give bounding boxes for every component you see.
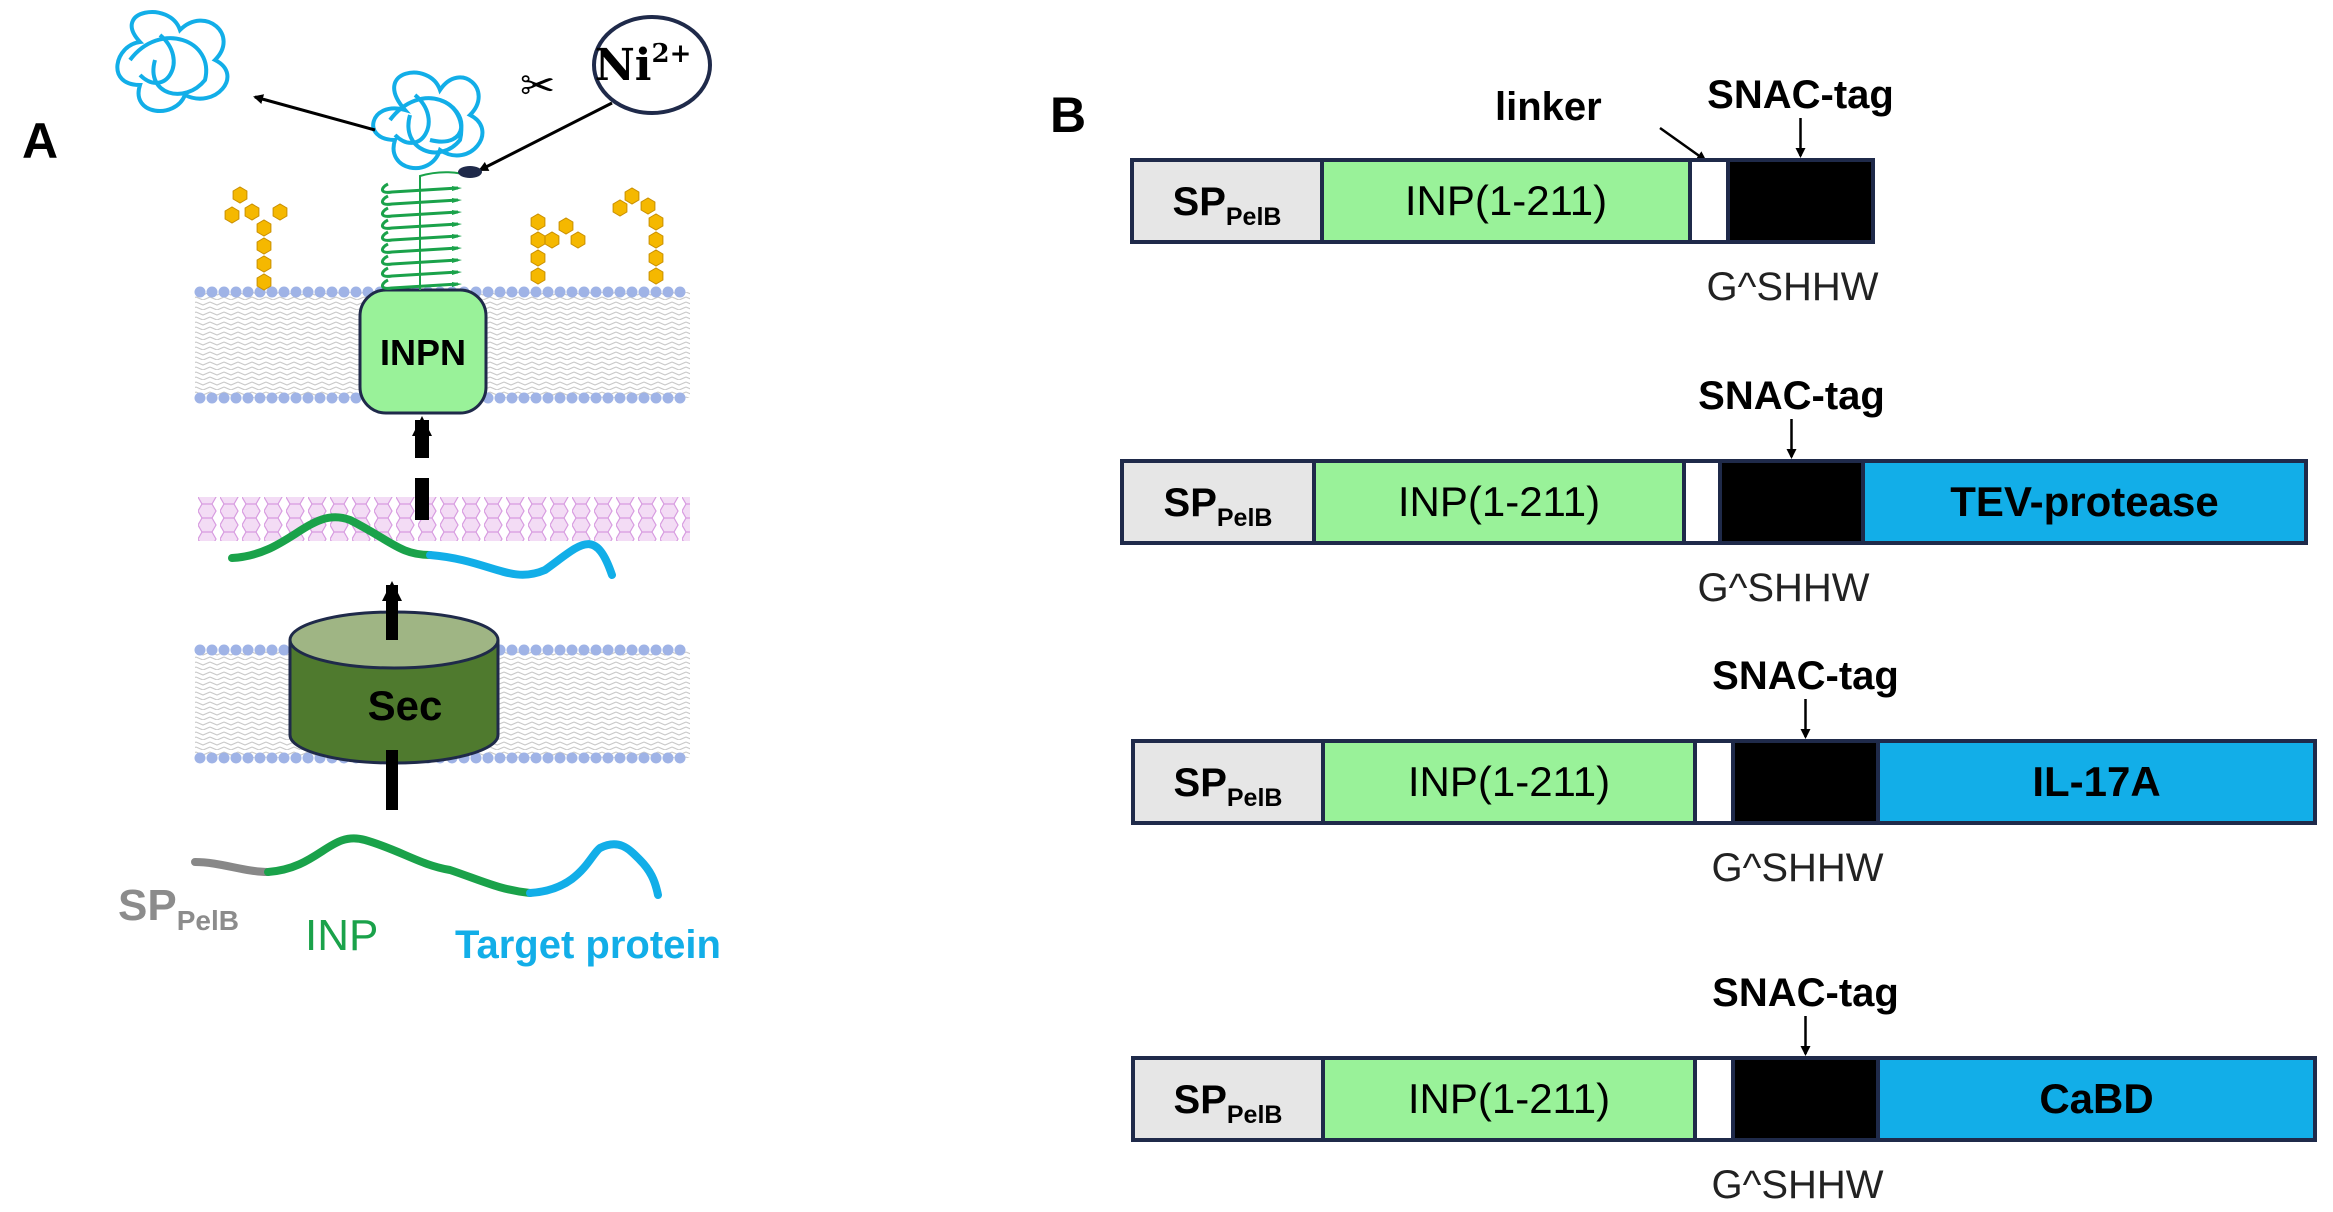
- fusion-partner-segment: [1861, 459, 2308, 545]
- sec-label: Sec: [368, 682, 443, 729]
- signal-peptide-label: SPPelB: [1173, 180, 1282, 231]
- svg-text:Ni2+: Ni2+: [595, 39, 692, 91]
- linker-arrow: [1659, 126, 1707, 162]
- release-arrow: [253, 94, 376, 132]
- ion-attack-arrow: [478, 101, 613, 172]
- fusion-partner-label: CaBD: [2039, 1075, 2153, 1122]
- signal-peptide-segment: [1120, 459, 1316, 545]
- displayed-target-protein: [371, 70, 485, 170]
- snac-tag-segment: [1731, 739, 1880, 825]
- cleavage-site-label: G^SHHW: [1697, 566, 1869, 610]
- sec-translocon: Sec: [288, 610, 500, 765]
- precursor-inp-chain: [264, 834, 534, 897]
- peptidoglycan-layer: [195, 497, 690, 541]
- snac-tag-label: SNAC-tag: [1698, 374, 1885, 418]
- signal-peptide-segment: [1130, 158, 1324, 244]
- fusion-partner-label: IL-17A: [2032, 758, 2160, 805]
- released-target-protein: [115, 10, 230, 113]
- inp-segment-label: INP(1-211): [1405, 177, 1607, 224]
- linker-label: linker: [1495, 85, 1602, 129]
- panel-a-label: A: [22, 113, 58, 169]
- inp-segment: [1312, 459, 1686, 545]
- periplasmic-inp-chain: [228, 513, 434, 562]
- snac-tag-segment: [1726, 158, 1875, 244]
- signal-peptide-segment: [1131, 1056, 1325, 1142]
- snac-tag-label: SNAC-tag: [1712, 654, 1899, 698]
- panel-b-label: B: [1050, 87, 1086, 143]
- snac-tag-label: SNAC-tag: [1707, 73, 1894, 117]
- inpn-label: INPN: [380, 332, 466, 373]
- snac-tag-label: SNAC-tag: [1712, 971, 1899, 1015]
- scissors-icon: ✂: [520, 61, 555, 110]
- fusion-partner-segment: [1876, 1056, 2317, 1142]
- signal-peptide-label: SPPelB: [1164, 481, 1273, 532]
- nickel-ion: Ni2+: [592, 15, 712, 115]
- target-protein-label: Target protein: [455, 923, 721, 967]
- inp-label: INP: [305, 911, 378, 960]
- linker-segment: [1693, 1056, 1735, 1142]
- ion-charge: 2+: [652, 39, 692, 69]
- snac-tag-site: [458, 166, 482, 178]
- cleavage-site-label: G^SHHW: [1706, 265, 1878, 309]
- fusion-partner-label: TEV-protease: [1950, 478, 2218, 525]
- signal-peptide-label: SPPelB: [1174, 761, 1283, 812]
- inp-repeat-domain: [381, 171, 469, 290]
- lps-glycans: [224, 186, 664, 291]
- signal-peptide-label: SPPelB: [1174, 1078, 1283, 1129]
- inp-segment-label: INP(1-211): [1408, 758, 1610, 805]
- signal-peptide-label: SPPelB: [118, 881, 239, 936]
- inp-segment-label: INP(1-211): [1398, 478, 1600, 525]
- ion-symbol: Ni: [595, 40, 652, 91]
- snac-tag-segment: [1718, 459, 1865, 545]
- linker-segment: [1693, 739, 1735, 825]
- linker-segment: [1682, 459, 1722, 545]
- inpn-anchor: [358, 288, 488, 415]
- precursor-target-chain: [526, 840, 662, 899]
- precursor-signal-chain: [191, 858, 272, 876]
- inp-segment-label: INP(1-211): [1408, 1075, 1610, 1122]
- fusion-partner-segment: [1876, 739, 2317, 825]
- cleavage-site-label: G^SHHW: [1711, 846, 1883, 890]
- signal-peptide-segment: [1131, 739, 1325, 825]
- linker-segment: [1688, 158, 1730, 244]
- panel-a: A Sec INPN: [22, 10, 721, 967]
- cleavage-site-label: G^SHHW: [1711, 1163, 1883, 1207]
- periplasmic-target-chain: [426, 540, 616, 579]
- snac-tag-segment: [1731, 1056, 1880, 1142]
- inp-segment: [1320, 158, 1692, 244]
